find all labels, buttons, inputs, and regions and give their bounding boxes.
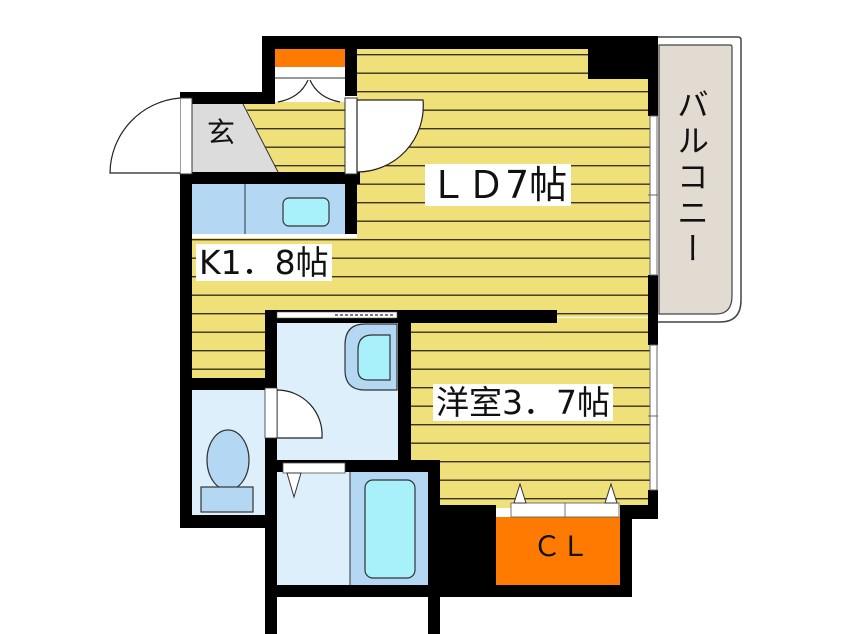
entrance <box>109 97 279 175</box>
ld-room-label: ＬＤ7帖 <box>425 164 572 206</box>
kitchen-room-label: K1．8帖 <box>196 244 332 281</box>
bathroom <box>277 462 428 585</box>
ld-door <box>344 97 424 175</box>
shoe-storage <box>275 49 345 103</box>
closet <box>496 482 620 585</box>
windows <box>648 115 658 491</box>
kitchen-counter <box>192 184 345 234</box>
balcony-label: バルコニー <box>672 88 710 268</box>
entrance-label: 玄 <box>207 116 236 149</box>
closet-label: ＣＬ <box>533 530 590 563</box>
balcony <box>654 36 742 323</box>
washroom <box>276 311 398 460</box>
toilet <box>192 387 278 515</box>
bedroom-label: 洋室3．7帖 <box>433 384 613 421</box>
partition-wall <box>408 311 556 321</box>
